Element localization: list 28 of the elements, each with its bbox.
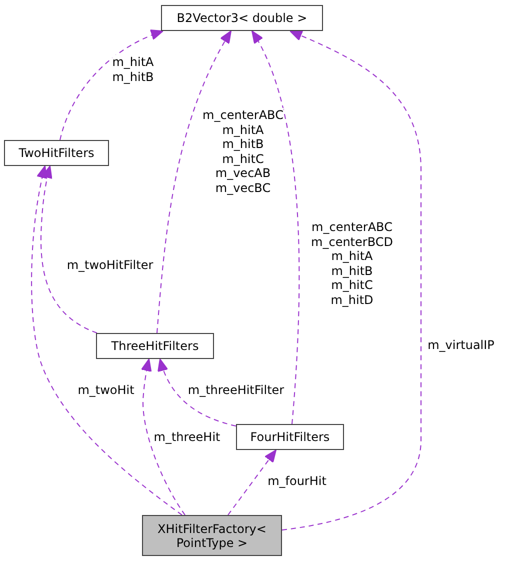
class-box (161, 5, 323, 31)
dashed-arrow (252, 30, 300, 424)
dashed-arrow (282, 30, 422, 530)
dashed-arrow (156, 30, 232, 334)
edge-label: m_twoHit (78, 383, 134, 398)
class-name: XHitFilterFactory< PointType > (156, 522, 268, 550)
edge-label: m_fourHit (268, 474, 326, 488)
class-box (96, 333, 214, 359)
edge-label: m_virtualIP (428, 338, 494, 352)
edge-label: m_centerABC m_hitA m_hitB m_hitC m_vecAB m_vecBC (202, 108, 284, 195)
dashed-arrow (60, 30, 164, 140)
dashed-arrow (158, 358, 236, 426)
class-box (4, 140, 109, 166)
class-name: FourHitFilters (250, 430, 330, 444)
edge-label: m_twoHitFilter (66, 258, 154, 272)
class-name: ThreeHitFilters (111, 339, 199, 353)
dashed-arrow (31, 166, 182, 516)
edge-label: m_threeHit (154, 430, 220, 444)
class-name: TwoHitFilters (18, 146, 94, 160)
class-name: B2Vector3< double > (176, 11, 308, 25)
edge-label: m_hitA m_hitB (112, 55, 154, 84)
class-box (142, 515, 282, 556)
class-box (236, 424, 344, 450)
edge-label: m_threeHitFilter (188, 383, 284, 398)
dashed-arrow (141, 358, 186, 516)
edge-label: m_centerABC m_centerBCD m_hitA m_hitB m_hitC m_hitD (311, 220, 393, 307)
dashed-arrow (40, 166, 98, 334)
dashed-arrow (228, 450, 276, 516)
